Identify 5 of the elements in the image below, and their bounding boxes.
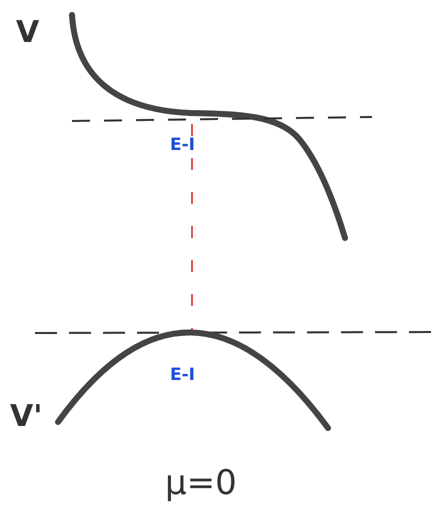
axis-label: V' bbox=[10, 402, 42, 432]
axis-label: V bbox=[16, 18, 40, 48]
point-label: E-I bbox=[170, 367, 195, 384]
condition-label: μ=0 bbox=[165, 466, 237, 500]
point-label: E-I bbox=[170, 137, 195, 154]
